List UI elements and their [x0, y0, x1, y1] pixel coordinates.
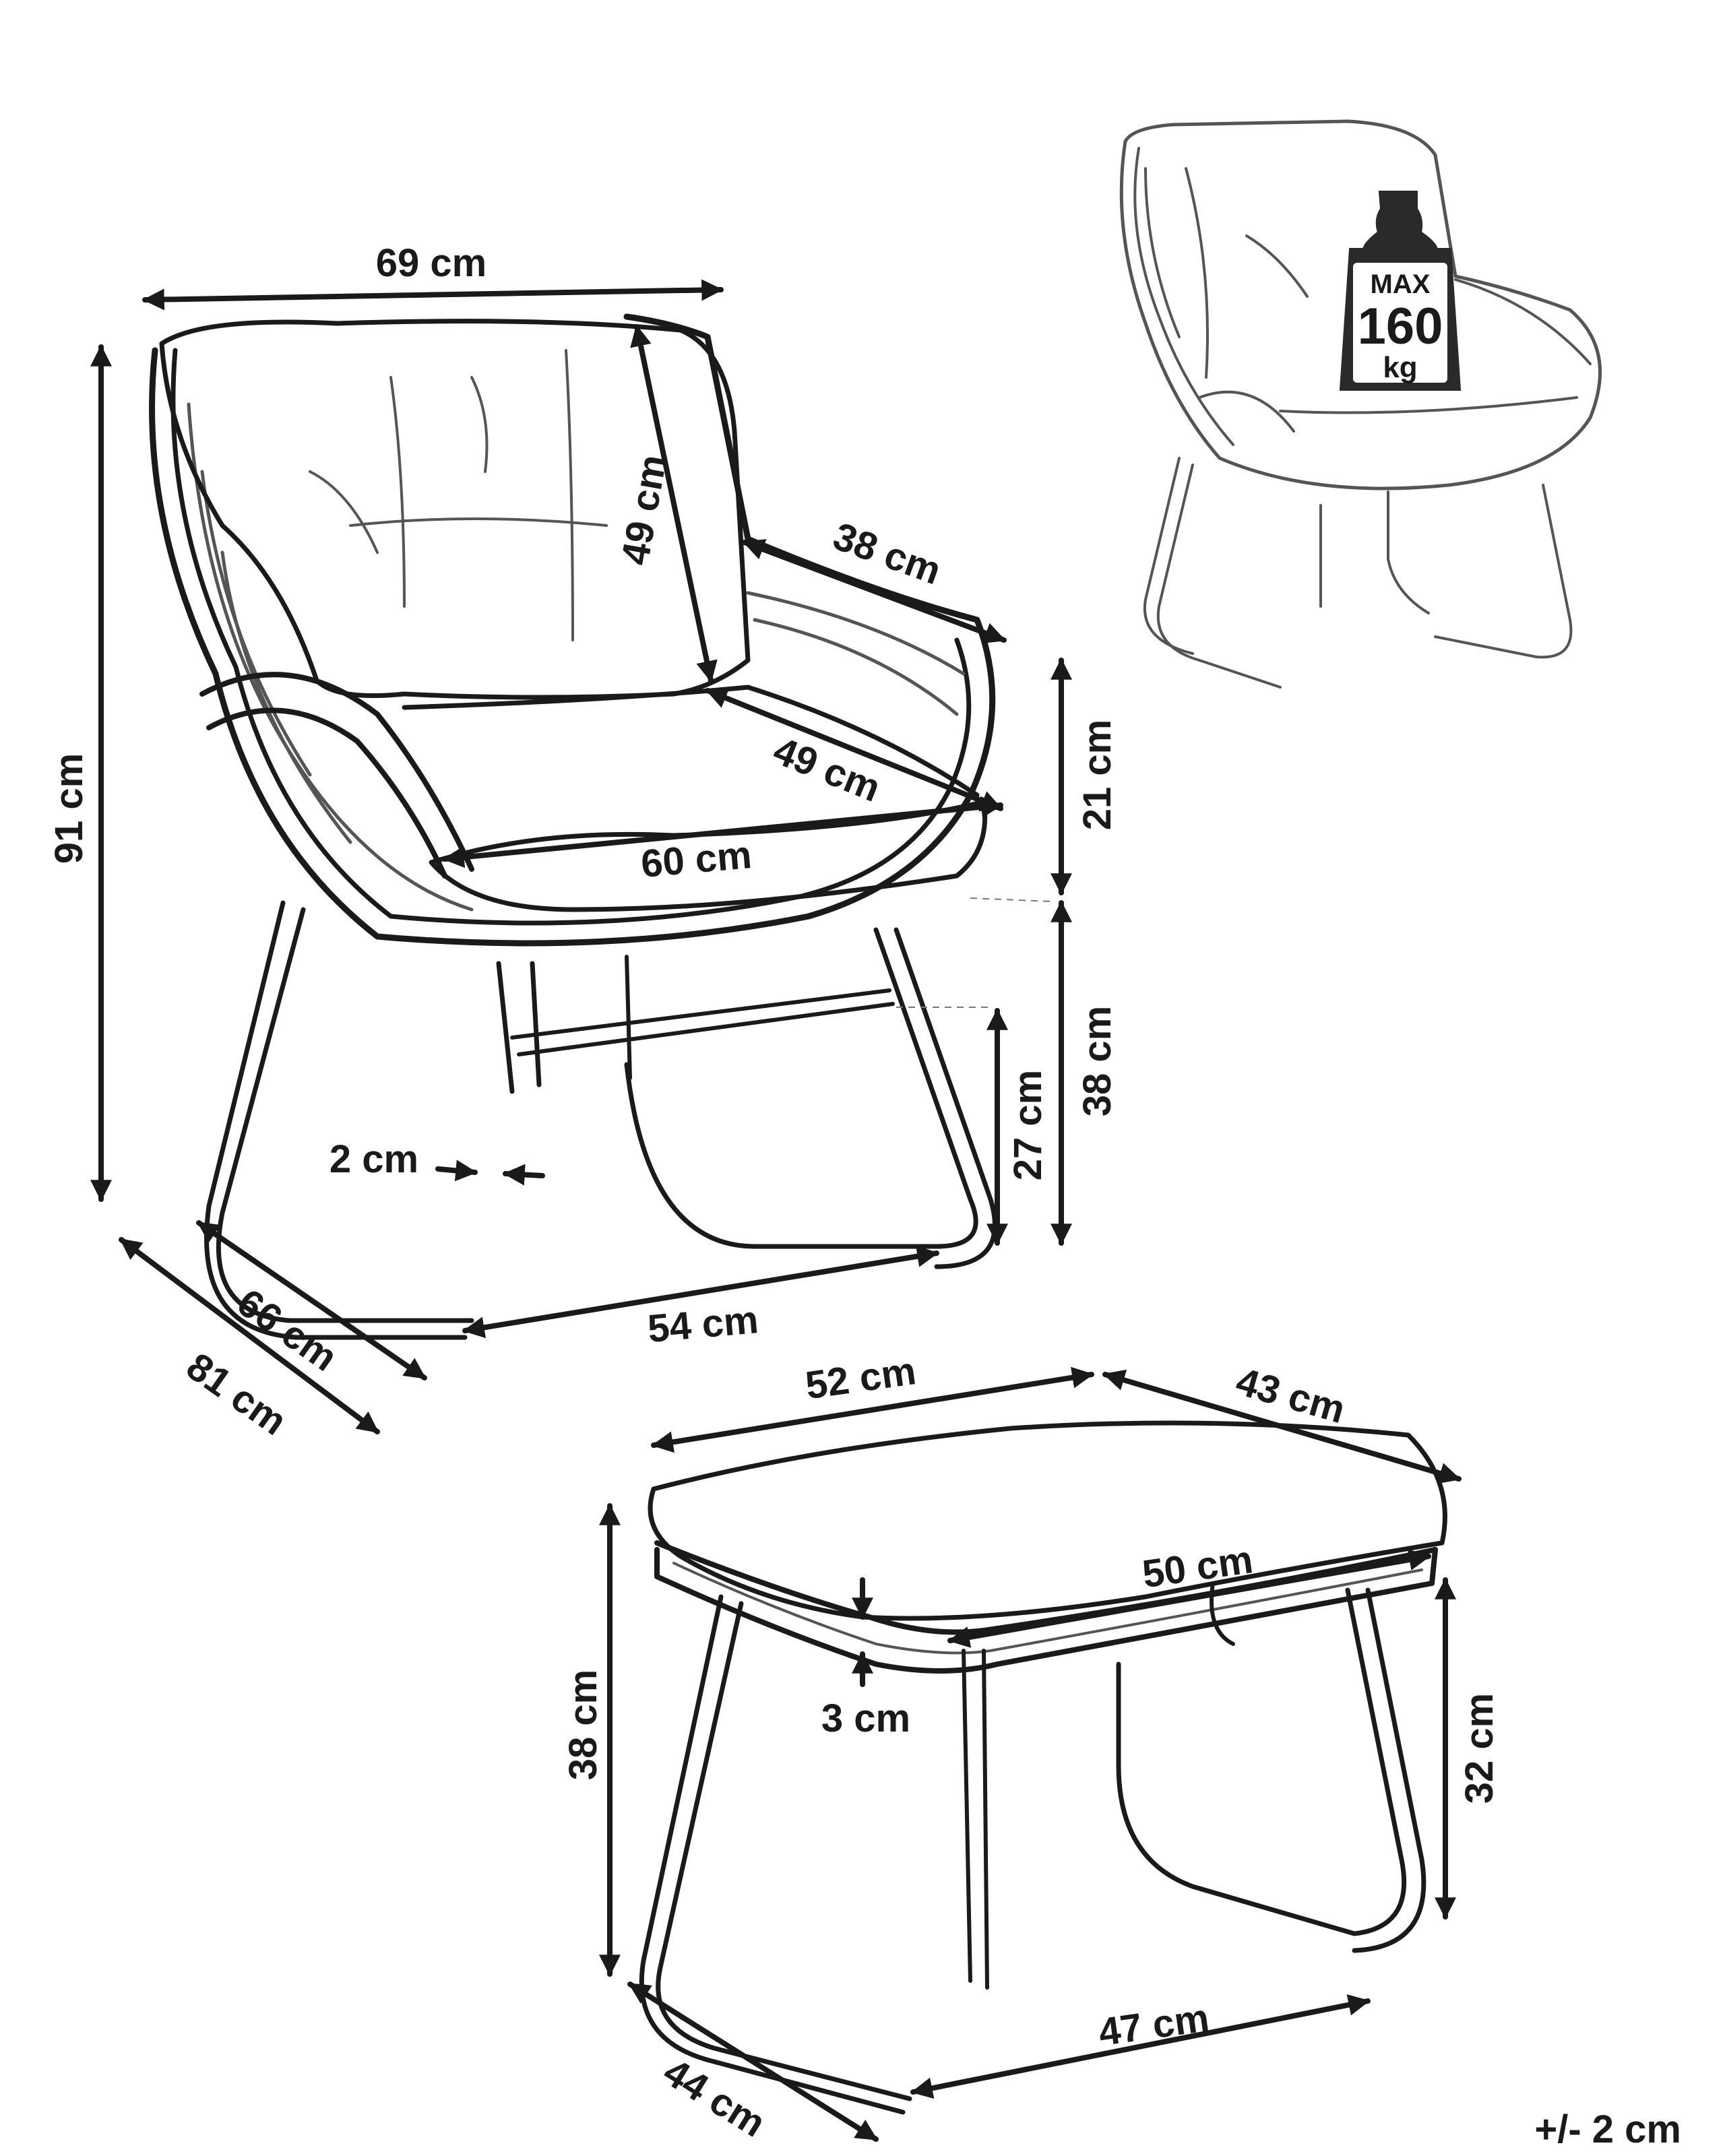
backrest-height-label: 49 cm — [613, 451, 676, 568]
chair-dimensions — [90, 279, 1072, 1434]
frame-thickness-arrow-right — [503, 1164, 545, 1186]
stool-base-width-arrow — [910, 1994, 1371, 2099]
stool-labels: 52 cm 43 cm 50 cm 3 cm 38 cm 32 cm 47 cm… — [561, 1349, 1501, 2146]
stool-top-width-arrow — [651, 1366, 1094, 1453]
chair-width-label: 69 cm — [376, 241, 487, 285]
load-value-label: 160 — [1358, 298, 1443, 355]
stool-dimensions — [599, 1366, 1462, 2142]
load-badge: MAX 160 kg — [1339, 191, 1462, 391]
chair-width-arrow — [142, 279, 724, 311]
backrest-height-arrow — [630, 324, 718, 683]
crossbar-height-label: 27 cm — [1006, 1070, 1050, 1180]
seat-width-arrow — [442, 796, 1003, 868]
stool-base-width-label: 47 cm — [1096, 1996, 1212, 2054]
frame-thickness-arrow-left — [435, 1160, 478, 1182]
stool-frame-height-label: 32 cm — [1457, 1693, 1501, 1804]
stool-top-depth-arrow — [1102, 1369, 1462, 1484]
stool-base-depth-arrow — [627, 1981, 879, 2142]
base-width-label: 54 cm — [646, 1298, 761, 1351]
total-depth-arrow — [119, 1237, 380, 1434]
chair-height-label: 91 cm — [47, 753, 91, 864]
armrest-height-label: 21 cm — [1075, 720, 1119, 830]
seat-depth-arrow — [705, 687, 1003, 812]
load-unit-label: kg — [1383, 351, 1417, 384]
seat-height-label: 38 cm — [1075, 1006, 1119, 1116]
stool-top-depth-label: 43 cm — [1231, 1359, 1350, 1432]
tolerance-note: +/- 2 cm — [1534, 2107, 1681, 2151]
stool-cushion-label: 3 cm — [821, 1697, 910, 1740]
load-chair-illustration — [1119, 119, 1602, 689]
seat-width-label: 60 cm — [639, 833, 754, 886]
stool-height-label: 38 cm — [561, 1670, 605, 1780]
frame-thickness-label: 2 cm — [330, 1137, 418, 1181]
base-width-arrow — [462, 1245, 939, 1339]
seat-height-guide — [970, 897, 1052, 902]
stool-top-width-label: 52 cm — [803, 1349, 918, 1407]
weight-label-panel — [1353, 263, 1447, 383]
load-max-label: MAX — [1371, 270, 1431, 299]
chair-illustration — [149, 313, 997, 1340]
stool-seat-width-arrow — [947, 1549, 1431, 1648]
armrest-length-arrow — [742, 539, 1007, 643]
